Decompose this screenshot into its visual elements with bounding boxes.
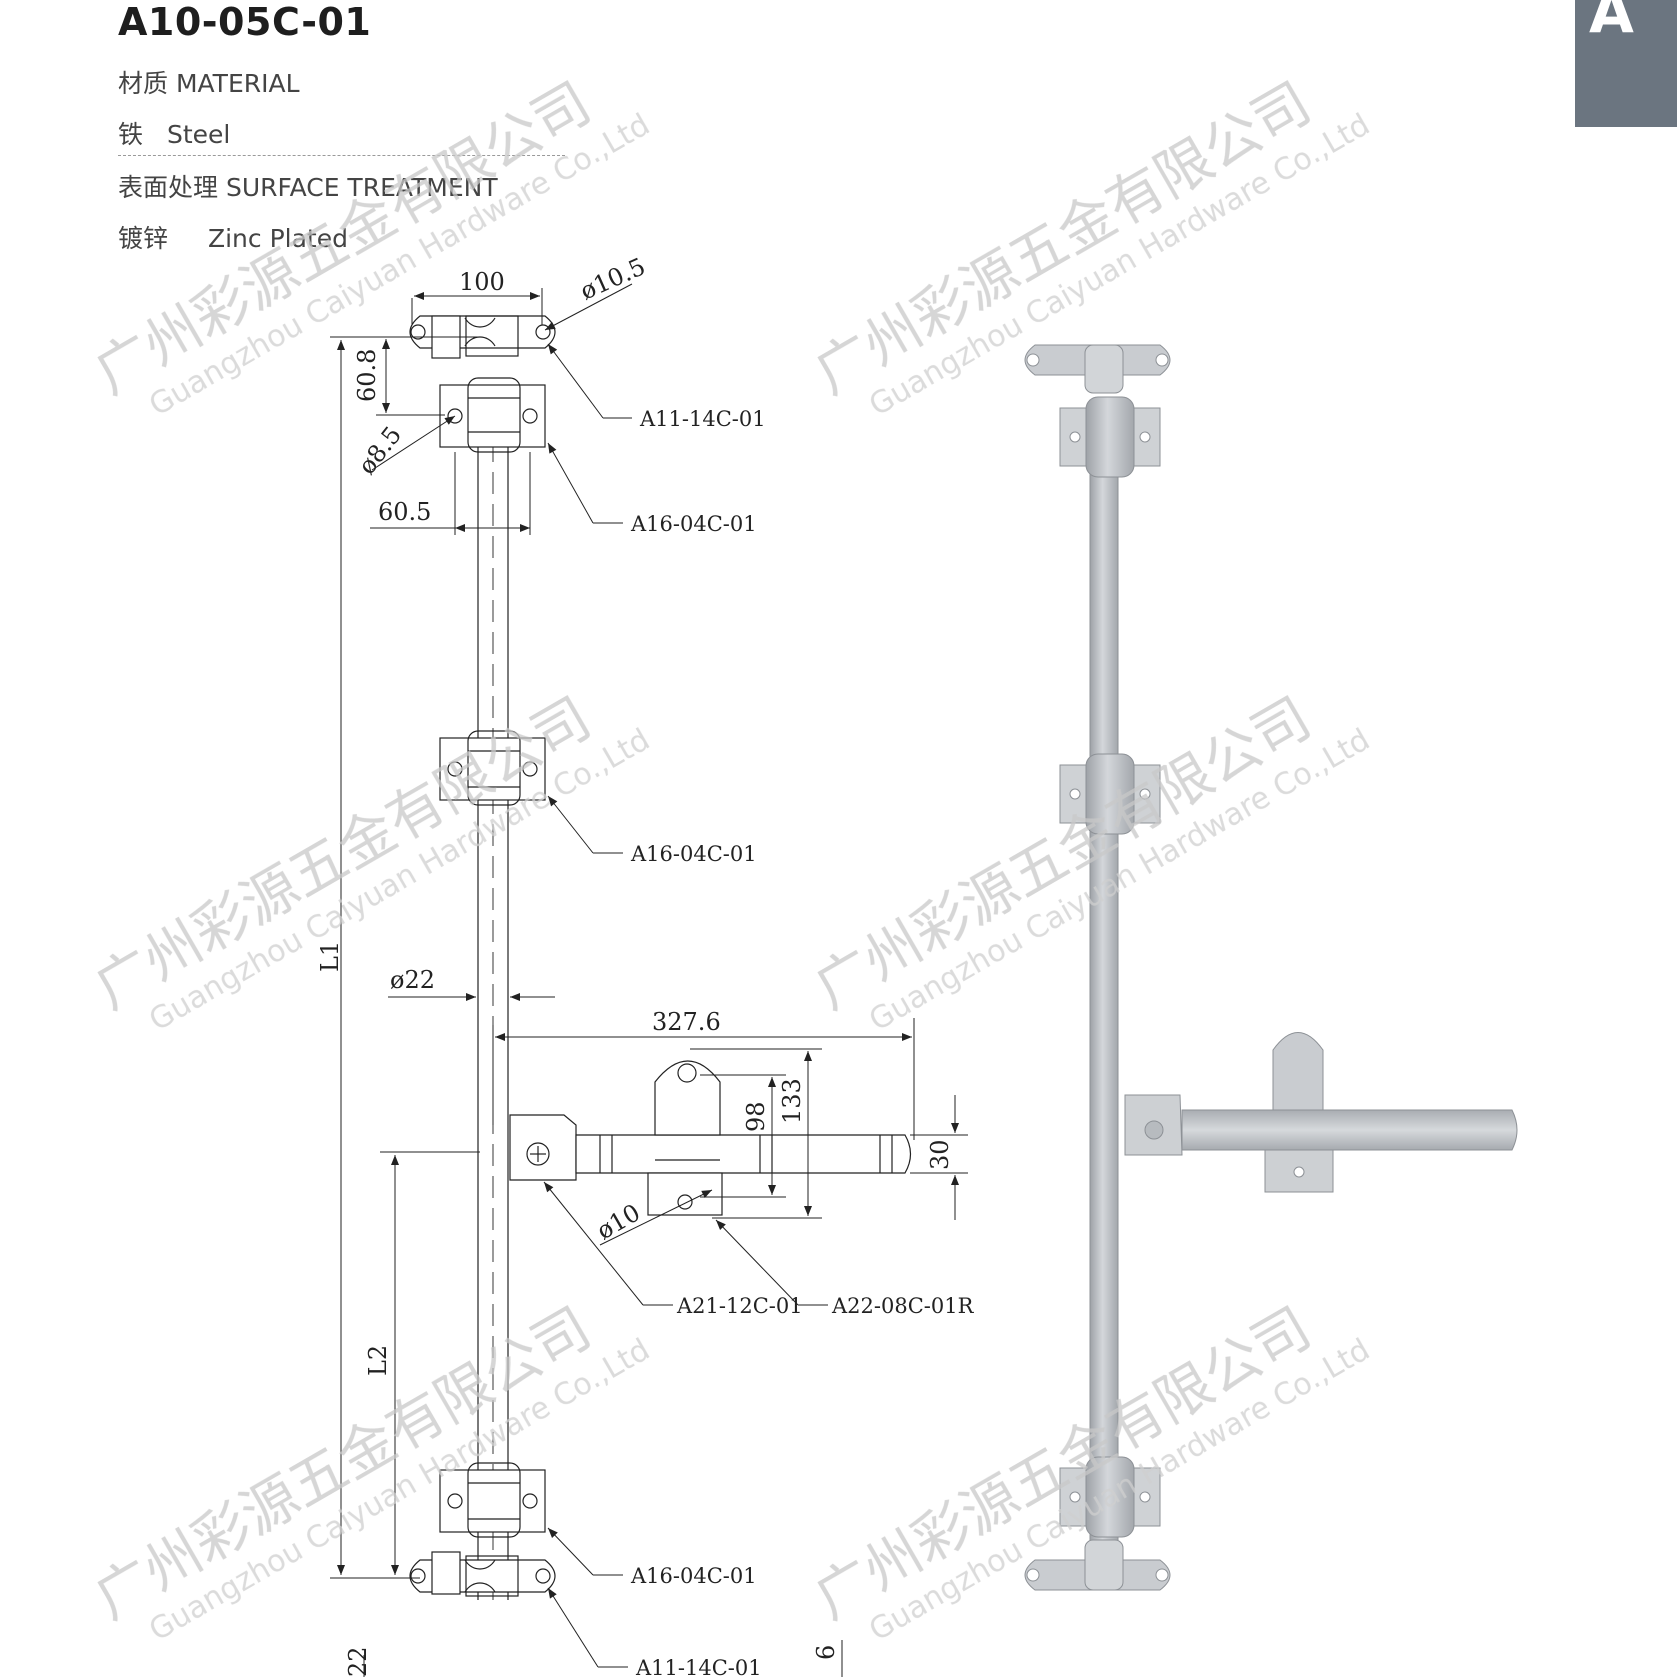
dim-L1: L1 <box>316 941 344 972</box>
dim-327-6: 327.6 <box>652 1008 721 1036</box>
render-guide-middle <box>1059 753 1161 835</box>
render-rod <box>1089 399 1119 1581</box>
render-handle <box>1124 1094 1518 1156</box>
dim-133: 133 <box>778 1078 806 1124</box>
section-tab-letter: A <box>1589 0 1634 46</box>
dim-30: 30 <box>926 1139 954 1170</box>
dim-60-8: 60.8 <box>353 349 381 402</box>
lock-rod-outline <box>477 440 509 1600</box>
surface-cn: 镀锌 <box>118 224 169 253</box>
render-guide-upper <box>1059 396 1161 478</box>
render-keeper <box>1264 1032 1334 1193</box>
material-value: 铁 Steel <box>118 115 230 151</box>
ref-guide-middle: A16-04C-01 <box>630 842 757 866</box>
svg-text:广州彩源五金有限公司: 广州彩源五金有限公司 <box>85 71 602 407</box>
watermark-5: 广州彩源五金有限公司 Guangzhou Caiyuan Hardware Co… <box>85 1296 656 1648</box>
material-cn: 铁 <box>118 120 144 149</box>
model-number: A10-05C-01 <box>118 0 372 44</box>
part-callouts: A11-14C-01 A16-04C-01 A16-04C-01 A21-12C… <box>630 407 975 1677</box>
surface-value: 镀锌 Zinc Plated <box>118 219 348 255</box>
ref-handle: A21-12C-01 <box>676 1294 803 1318</box>
ref-top-bracket: A11-14C-01 <box>639 407 766 431</box>
svg-text:Guangzhou Caiyuan Hardware Co.: Guangzhou Caiyuan Hardware Co.,Ltd <box>863 1332 1375 1648</box>
dim-60-5: 60.5 <box>378 498 431 526</box>
rod-guide-middle <box>439 730 546 806</box>
material-en: Steel <box>166 120 231 149</box>
dim-8-5: ø8.5 <box>353 421 407 480</box>
dim-cut-right: 6 <box>812 1645 840 1660</box>
ref-bottom-bracket: A11-14C-01 <box>635 1656 762 1677</box>
rod-guide-upper <box>439 377 546 453</box>
render-bottom-bracket <box>1024 1539 1171 1591</box>
dim-100: 100 <box>459 268 505 296</box>
ref-guide-lower: A16-04C-01 <box>630 1564 757 1588</box>
svg-text:广州彩源五金有限公司: 广州彩源五金有限公司 <box>805 686 1322 1022</box>
render-top-bracket <box>1024 344 1171 394</box>
surface-en: Zinc Plated <box>207 224 348 253</box>
svg-text:Guangzhou Caiyuan Hardware Co.: Guangzhou Caiyuan Hardware Co.,Ltd <box>143 1332 655 1648</box>
dimension-lines <box>330 283 968 1677</box>
part-leaders <box>543 343 828 1668</box>
watermark-3: 广州彩源五金有限公司 Guangzhou Caiyuan Hardware Co… <box>85 686 656 1038</box>
material-label: 材质 MATERIAL <box>118 69 300 98</box>
spec-divider <box>118 155 565 156</box>
product-render <box>1024 344 1518 1591</box>
ref-keeper: A22-08C-01R <box>831 1294 975 1318</box>
rod-guide-lower <box>439 1462 546 1538</box>
technical-drawing <box>409 315 912 1600</box>
render-guide-lower <box>1059 1456 1161 1538</box>
section-tab: A <box>1575 0 1677 127</box>
handle-outline <box>509 1114 912 1181</box>
dim-10: ø10 <box>592 1198 645 1245</box>
dim-L2: L2 <box>364 1345 392 1376</box>
surface-label: 表面处理 SURFACE TREATMENT <box>118 173 498 202</box>
svg-text:Guangzhou Caiyuan Hardware Co.: Guangzhou Caiyuan Hardware Co.,Ltd <box>143 107 655 423</box>
dim-22: ø22 <box>390 966 435 994</box>
bottom-rod-bracket <box>409 1551 556 1597</box>
dim-cut-left: 22 <box>344 1646 372 1677</box>
dim-98: 98 <box>742 1101 770 1132</box>
dim-10-5: ø10.5 <box>576 252 649 305</box>
ref-guide-upper: A16-04C-01 <box>630 512 757 536</box>
